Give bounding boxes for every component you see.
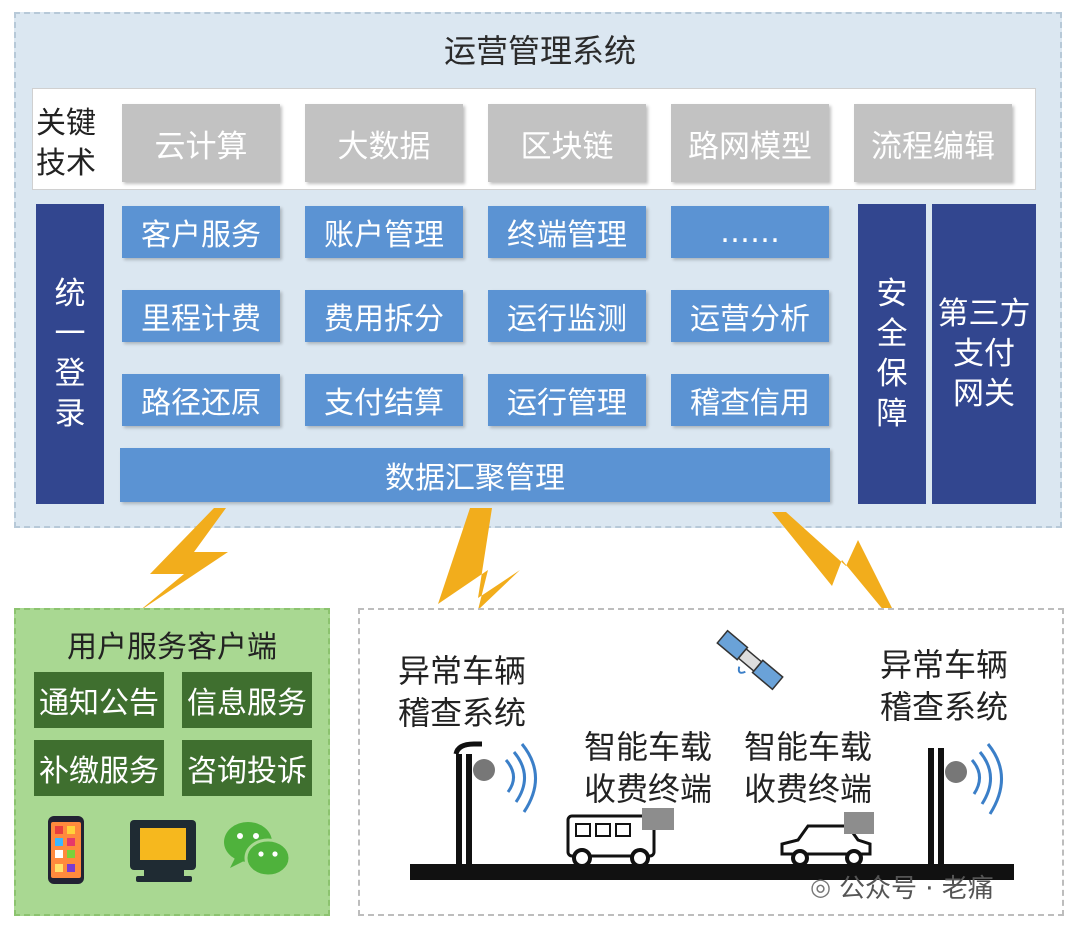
smartphone-icon	[48, 816, 84, 884]
right-audit-pole-icon	[928, 743, 1003, 866]
satellite-icon	[716, 629, 784, 691]
watermark-text: 公众号 · 老痛	[838, 874, 994, 904]
client-device-icons	[48, 816, 292, 884]
car-icon	[780, 812, 874, 867]
road-surface	[410, 864, 1014, 880]
onboard-terminal-label-1: 智能车载 收费终端	[584, 728, 713, 808]
user-client-title: 用户服务客户端	[67, 630, 277, 665]
client-consultation-complaint-button[interactable]: 咨询投诉	[182, 740, 312, 796]
module-payment-settlement: 支付结算	[305, 374, 463, 426]
module-route-restoration: 路径还原	[122, 374, 280, 426]
security-guarantee-bar: 安 全 保 障	[858, 204, 926, 504]
tech-road-network-model: 路网模型	[671, 104, 829, 182]
module-audit-credit: 稽查信用	[671, 374, 829, 426]
lightning-bolt-left-icon	[138, 508, 228, 612]
third-party-payment-gateway-bar: 第三方 支付 网关	[932, 204, 1036, 504]
module-fee-splitting: 费用拆分	[305, 290, 463, 342]
tech-process-editing: 流程编辑	[854, 104, 1012, 182]
module-mileage-billing: 里程计费	[122, 290, 280, 342]
wechat-watermark-icon: ◎	[810, 872, 831, 901]
client-info-service-button[interactable]: 信息服务	[182, 672, 312, 728]
tech-big-data: 大数据	[305, 104, 463, 182]
module-account-management: 账户管理	[305, 206, 463, 258]
data-aggregation-bar: 数据汇聚管理	[120, 448, 830, 502]
watermark: ◎ 公众号 · 老痛	[810, 868, 994, 905]
unified-login-bar: 统 一 登 录	[36, 204, 104, 504]
tech-cloud-computing: 云计算	[122, 104, 280, 182]
wechat-icon	[224, 822, 292, 878]
client-notice-button[interactable]: 通知公告	[34, 672, 164, 728]
module-operation-management: 运行管理	[488, 374, 646, 426]
monitor-icon	[130, 820, 196, 882]
lightning-bolt-right-icon	[772, 512, 908, 640]
left-audit-system-label: 异常车辆 稽查系统	[398, 652, 527, 732]
ops-system-title: 运营管理系统	[443, 32, 636, 70]
onboard-terminal-label-2: 智能车载 收费终端	[744, 728, 873, 808]
right-audit-system-label: 异常车辆 稽查系统	[880, 646, 1009, 726]
module-more-ellipsis: ……	[671, 206, 829, 258]
client-supplementary-payment-button[interactable]: 补缴服务	[34, 740, 164, 796]
module-operation-analysis: 运营分析	[671, 290, 829, 342]
module-operation-monitoring: 运行监测	[488, 290, 646, 342]
key-tech-label: 关键 技术	[36, 106, 96, 181]
module-terminal-management: 终端管理	[488, 206, 646, 258]
module-customer-service: 客户服务	[122, 206, 280, 258]
roadside-illustration	[410, 629, 1014, 880]
lightning-bolt-middle-icon	[438, 508, 520, 610]
tech-blockchain: 区块链	[488, 104, 646, 182]
left-audit-pole-icon	[453, 741, 537, 866]
truck-icon	[566, 808, 674, 868]
